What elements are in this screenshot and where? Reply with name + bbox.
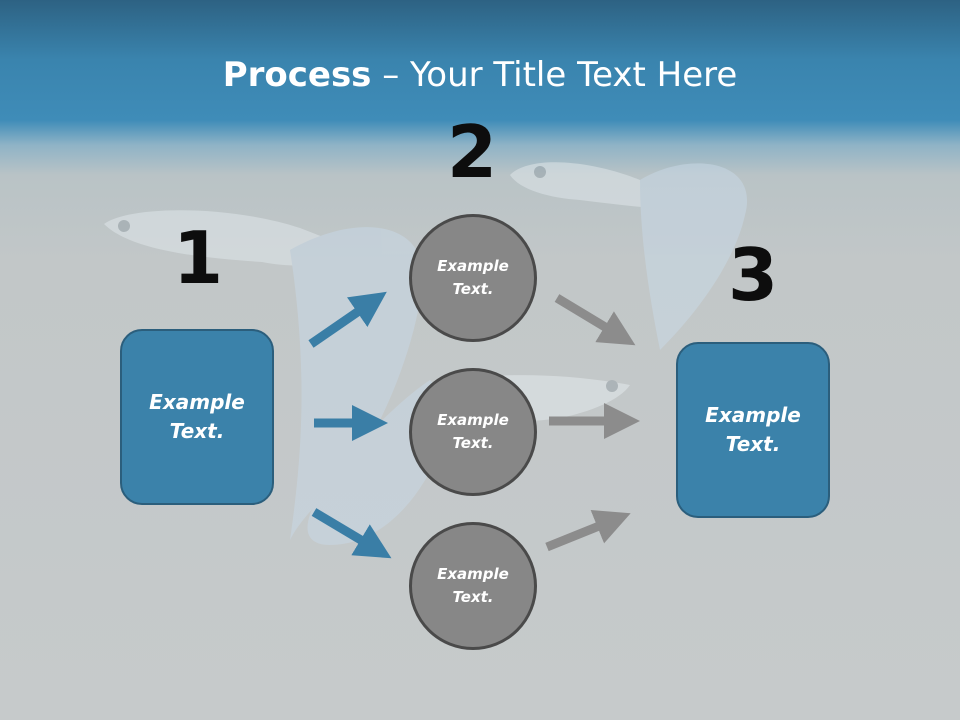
arrow-down-gray (554, 294, 636, 346)
arrow-down-blue (311, 508, 392, 559)
step-3-box: Example Text. (676, 342, 830, 518)
circle-middle: Example Text. (409, 368, 537, 496)
title-bold: Process (222, 55, 372, 95)
circle-top-text: Example Text. (437, 257, 509, 298)
fish-eye-mid (606, 380, 618, 392)
step-number-2: 2 (446, 110, 498, 194)
fish-eye-left (118, 220, 130, 232)
step-3-text: Example Text. (705, 403, 801, 456)
step-number-1: 1 (172, 216, 224, 300)
fish-tail-top (640, 163, 748, 350)
circle-middle-text: Example Text. (437, 411, 509, 452)
circle-top: Example Text. (409, 214, 537, 342)
arrow-up-blue (308, 291, 387, 348)
circle-bottom-text: Example Text. (437, 565, 509, 606)
title-rest: – Your Title Text Here (371, 55, 738, 95)
step-1-box: Example Text. (120, 329, 274, 505)
circle-bottom: Example Text. (409, 522, 537, 650)
step-number-3: 3 (727, 233, 779, 317)
fish-eye-top (534, 166, 546, 178)
fish-tail-left (290, 227, 424, 540)
step-1-text: Example Text. (149, 390, 245, 443)
arrow-up-gray (545, 510, 631, 552)
page-title: Process – Your Title Text Here (0, 52, 960, 98)
